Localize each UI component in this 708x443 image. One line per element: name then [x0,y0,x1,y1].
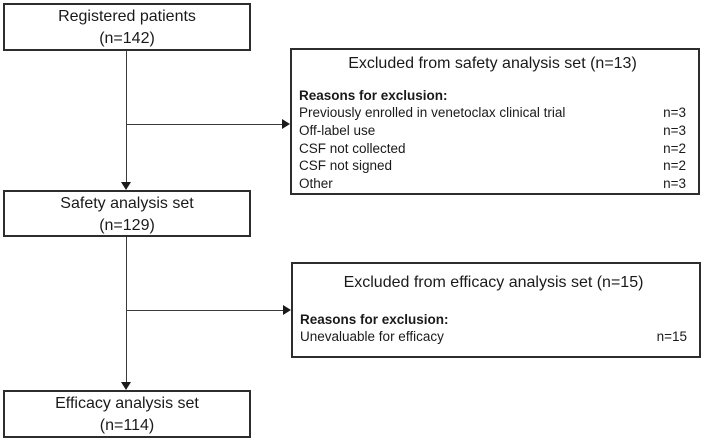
reason-row: Off-label use n=3 [299,122,686,140]
reason-label: CSF not signed [299,158,393,174]
reason-count: n=3 [663,176,686,192]
connector-registered-to-safety [126,51,127,182]
reason-count: n=2 [663,140,686,156]
arrowhead-right-icon [283,305,291,315]
node-count: (n=129) [99,217,155,234]
reason-label: Unevaluable for efficacy [300,329,444,344]
reason-count: n=3 [663,122,686,138]
connector-branch-to-excluded-safety [126,124,282,125]
connector-safety-to-efficacy [126,237,127,382]
node-excluded-efficacy: Excluded from efficacy analysis set (n=1… [291,262,701,358]
reason-label: Other [299,176,333,192]
node-count: (n=114) [99,417,155,434]
exclusion-title: Excluded from efficacy analysis set (n=1… [343,274,644,291]
exclusion-title: Excluded from safety analysis set (n=13) [348,55,637,72]
reason-row: Previously enrolled in venetoclax clinic… [299,104,686,122]
arrowhead-down-icon [121,382,131,390]
reason-label: Off-label use [299,122,376,138]
reason-row: Other n=3 [299,175,686,193]
reason-row: CSF not collected n=2 [299,140,686,158]
reason-row: Unevaluable for efficacy n=15 [300,328,687,346]
reason-count: n=2 [663,158,686,174]
node-label: Registered patients [58,8,196,25]
node-efficacy-analysis-set: Efficacy analysis set (n=114) [3,390,251,438]
arrowhead-down-icon [121,182,131,190]
reason-count: n=3 [663,105,686,120]
reason-label: Previously enrolled in venetoclax clinic… [299,105,566,120]
reasons-for-exclusion-label: Reasons for exclusion: [299,88,448,103]
connector-branch-to-excluded-efficacy [126,310,283,311]
arrowhead-right-icon [282,119,290,129]
reason-row: CSF not signed n=2 [299,157,686,175]
node-registered-patients: Registered patients (n=142) [3,3,251,51]
reason-label: CSF not collected [299,140,406,156]
reason-count: n=15 [656,329,687,344]
node-count: (n=142) [99,30,155,47]
node-excluded-safety: Excluded from safety analysis set (n=13)… [290,48,700,195]
node-label: Efficacy analysis set [55,395,199,412]
reasons-for-exclusion-label: Reasons for exclusion: [300,312,449,327]
node-label: Safety analysis set [60,195,194,212]
node-safety-analysis-set: Safety analysis set (n=129) [3,190,251,237]
